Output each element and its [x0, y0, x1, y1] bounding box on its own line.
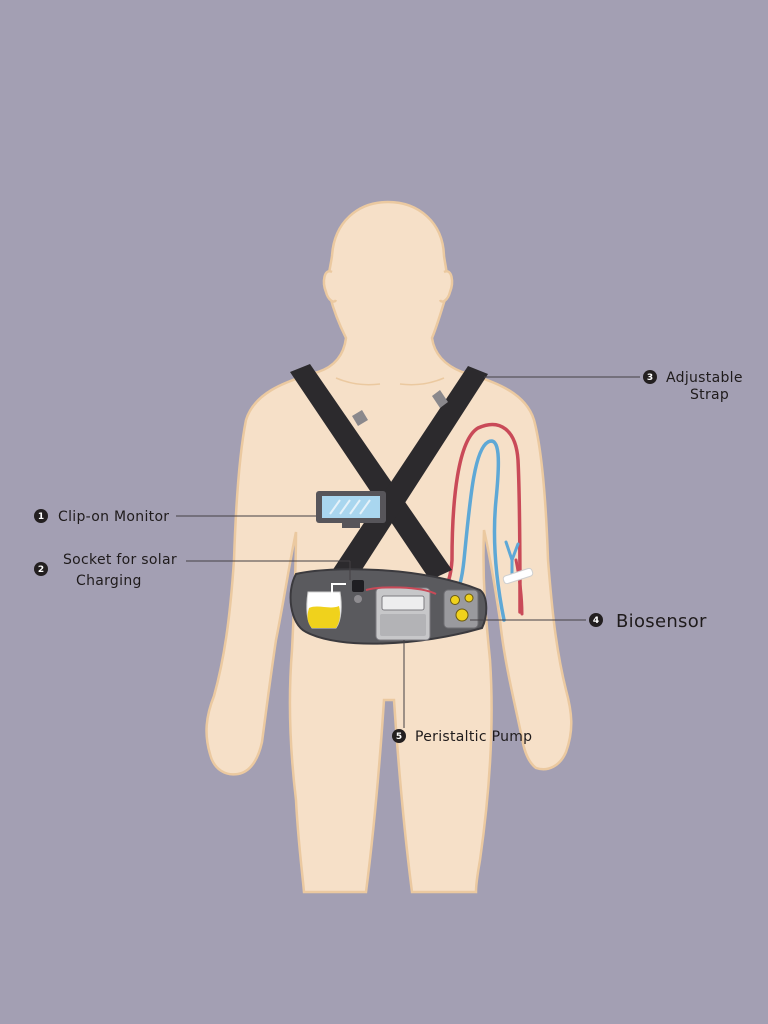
strap-band-left — [290, 364, 452, 580]
callout-peristaltic-pump: 5 Peristaltic Pump — [392, 729, 532, 745]
callout-solar-socket: 2 Socket for solar Charging — [34, 552, 177, 589]
monitor-clip — [342, 523, 360, 528]
monitor-screen — [322, 496, 380, 518]
tube-clamp — [502, 567, 534, 585]
callout-3-label-line2: Strap — [690, 387, 729, 403]
callout-4-badge — [589, 613, 603, 627]
callout-1-badge — [34, 509, 48, 523]
clip-on-monitor — [316, 491, 386, 528]
strap-band-right — [330, 366, 488, 582]
strap-buckle-left — [352, 410, 368, 426]
adjustable-strap — [290, 364, 488, 582]
internal-tube-red — [365, 586, 437, 595]
strap-buckle-right — [432, 390, 448, 408]
callout-4-label: Biosensor — [616, 611, 707, 632]
callout-2-label-line2: Charging — [76, 573, 142, 589]
callout-biosensor: 4 Biosensor — [589, 611, 707, 632]
blue-tube — [428, 439, 506, 622]
callout-2-number: 2 — [38, 565, 44, 575]
callout-5-badge — [392, 729, 406, 743]
callout-adjustable-strap: 3 Adjustable Strap — [643, 370, 743, 403]
leader-lines — [176, 376, 640, 728]
left-ear — [322, 270, 338, 303]
biosensor-port-2 — [464, 593, 474, 603]
callout-5-number: 5 — [396, 732, 402, 742]
biosensor-port-3 — [455, 608, 469, 622]
callout-1-number: 1 — [38, 512, 44, 522]
socket-indicator — [354, 595, 362, 603]
right-ear — [438, 270, 454, 303]
internal-tube-white — [331, 583, 346, 600]
pump-base — [380, 614, 426, 636]
human-body — [205, 200, 573, 894]
fluid-level — [307, 606, 340, 628]
collarbone-left — [335, 377, 381, 386]
body-silhouette — [205, 200, 573, 894]
pump-window — [381, 595, 425, 611]
red-tube-branch — [514, 558, 524, 616]
callout-2-label-line1: Socket for solar — [63, 552, 177, 568]
belt-unit — [289, 568, 488, 645]
biosensor-port-1 — [450, 595, 460, 605]
solar-socket — [352, 580, 364, 592]
callout-clip-on-monitor: 1 Clip-on Monitor — [34, 509, 169, 525]
red-tube — [418, 422, 522, 614]
callout-2-badge — [34, 562, 48, 576]
collarbone-right — [399, 377, 445, 386]
callout-5-label: Peristaltic Pump — [415, 729, 532, 745]
callout-3-number: 3 — [647, 373, 653, 383]
monitor-screen-glare — [329, 499, 371, 515]
callout-1-label: Clip-on Monitor — [58, 509, 169, 525]
callout-3-badge — [643, 370, 657, 384]
callout-3-label-line1: Adjustable — [666, 370, 743, 386]
callout-4-number: 4 — [593, 616, 599, 626]
tubing — [418, 422, 534, 622]
